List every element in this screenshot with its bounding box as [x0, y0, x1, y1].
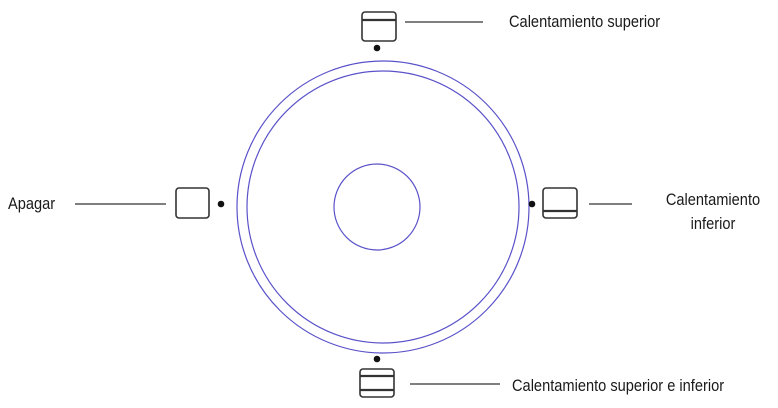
left-indicator-dot	[217, 200, 225, 208]
oven-top-heat-icon	[361, 11, 397, 42]
top-indicator-dot	[373, 44, 381, 52]
dial-inner-ring	[246, 70, 520, 344]
label-bottom-heat-line2: inferior	[690, 214, 736, 233]
label-top-heat: Calentamiento superior	[509, 12, 661, 31]
right-indicator-dot	[528, 200, 536, 208]
bottom-indicator-dot	[373, 355, 381, 363]
dial	[236, 60, 530, 354]
label-top-bottom-heat: Calentamiento superior e inferior	[512, 376, 725, 395]
label-bottom-heat: Calentamiento inferior	[643, 188, 778, 236]
oven-off-icon	[175, 187, 210, 219]
label-off: Apagar	[8, 194, 56, 213]
oven-bottom-heat-icon	[542, 187, 578, 219]
oven-top-bottom-heat-icon	[359, 368, 395, 398]
dial-center-knob	[333, 163, 421, 251]
label-bottom-heat-line1: Calentamiento	[665, 190, 761, 209]
dial-outer-ring	[236, 60, 530, 354]
